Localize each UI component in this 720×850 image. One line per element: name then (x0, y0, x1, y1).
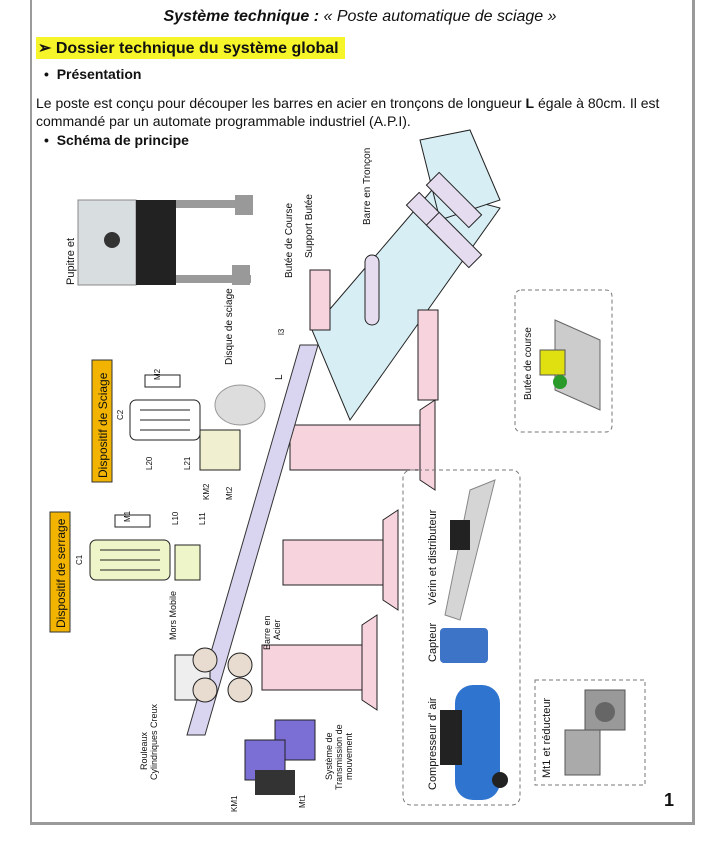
label-mt2: Mt2 (225, 486, 234, 500)
label-pupitre: Pupitre et (65, 238, 77, 285)
saw-disc (214, 384, 266, 426)
label-barre-acier-2: Acier (272, 619, 282, 640)
label-l20: L20 (145, 456, 154, 470)
verin-photo (444, 479, 496, 621)
label-verin: Vérin et distributeur (427, 509, 439, 605)
label-l21: L21 (183, 456, 192, 470)
presentation-paragraph: Le poste est conçu pour découper les bar… (36, 94, 686, 130)
label-butee-course-photo: Butée de course (523, 327, 534, 400)
label-rouleaux-2: Cylindriques Creux (149, 703, 159, 780)
schema-heading: Schéma de principe (56, 132, 189, 148)
rollers (174, 647, 253, 703)
label-barre-troncon: Barre en Tronçon (362, 148, 373, 225)
label-dispositif-serrage: Dispositif de serrage (54, 518, 68, 628)
title-bold: Système technique : (163, 8, 320, 25)
label-m1: M1 (123, 510, 132, 522)
para-part-2: égale à 80cm. Il est commandé par un aut… (36, 95, 660, 129)
page-border-bottom (30, 822, 695, 825)
sciage-label-box (91, 359, 113, 483)
label-m2: M2 (153, 368, 162, 380)
serrage-label-box (49, 511, 71, 633)
label-mt1-reducteur: Mt1 et réducteur (541, 698, 553, 778)
bullet-presentation: • Présentation (44, 66, 142, 82)
label-length-L: L (274, 374, 285, 380)
label-l11: L11 (198, 512, 207, 525)
label-transmission-2: Transmission de (334, 724, 344, 790)
motor-c1 (89, 514, 201, 581)
butee-photo (539, 319, 601, 411)
pupitre-image (77, 195, 253, 286)
title-rest: « Poste automatique de sciage » (319, 8, 557, 25)
label-l10: L10 (171, 511, 180, 525)
mt1-photo-box (534, 679, 646, 786)
label-dispositif-sciage: Dispositif de Sciage (96, 372, 110, 478)
bullet-schema: • Schéma de principe (44, 132, 189, 148)
motor-c2 (129, 374, 266, 471)
butee-photo-box (514, 289, 613, 433)
label-mt1: Mt1 (298, 794, 307, 808)
label-compresseur: Compresseur d' air (427, 697, 439, 790)
steel-bar (186, 344, 319, 736)
label-mors-mobile: Mors Mobile (168, 591, 178, 640)
label-capteur: Capteur (427, 623, 439, 662)
label-km2: KM2 (202, 483, 211, 500)
section-heading: ➢ Dossier technique du système global (36, 37, 345, 59)
label-rouleaux-1: Rouleaux (139, 731, 149, 770)
label-transmission-1: Système de (324, 732, 334, 780)
para-part-1: Le poste est conçu pour découper les bar… (36, 95, 526, 111)
mt1-photo (564, 689, 626, 776)
label-butee-course: Butée de Course (284, 203, 295, 278)
capteur-photo (440, 628, 488, 663)
supports (261, 269, 439, 711)
label-transmission-3: mouvement (344, 732, 354, 780)
troncon-bars (364, 171, 483, 326)
label-km1: KM1 (230, 795, 239, 812)
label-support-butee: Support Butée (304, 194, 315, 258)
pneumatic-box (402, 469, 521, 806)
page-number: 1 (664, 790, 675, 810)
label-disque-sciage: Disque de sciage (224, 288, 235, 365)
document-title: Système technique : « Poste automatique … (0, 8, 720, 26)
label-c1: C1 (75, 554, 84, 565)
page-border-right (692, 0, 695, 824)
page-border-left (30, 0, 32, 824)
motor-mt1 (244, 719, 316, 795)
label-c2: C2 (116, 409, 125, 420)
label-l3: l3 (277, 328, 286, 335)
presentation-heading: Présentation (56, 66, 142, 82)
compresseur-photo (440, 685, 508, 800)
label-barre-acier-1: Barre en (262, 615, 272, 650)
para-length-symbol: L (525, 95, 535, 111)
